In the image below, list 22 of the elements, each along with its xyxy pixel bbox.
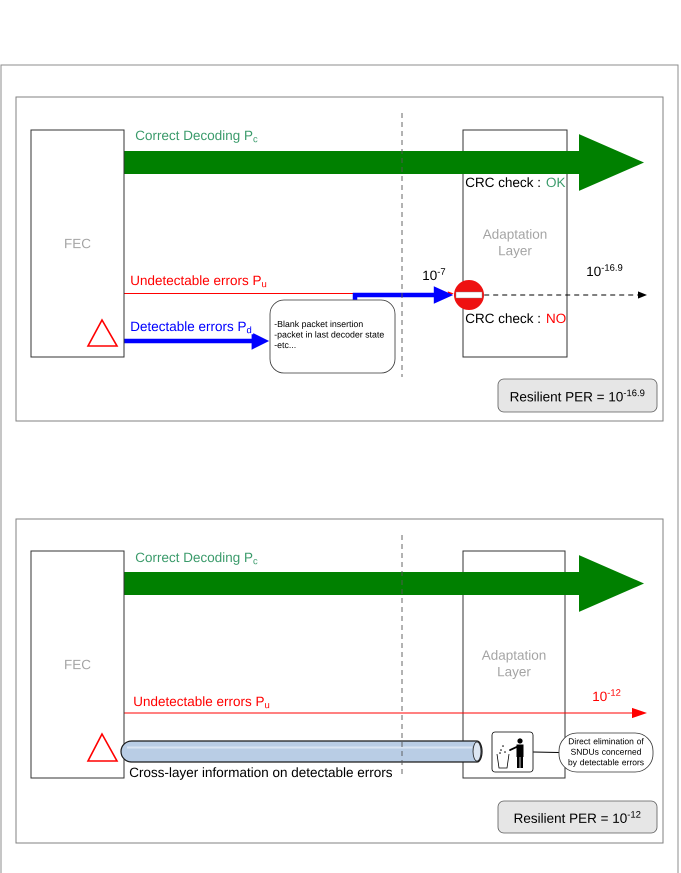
pipe-label: Cross-layer information on detectable errors: [130, 767, 392, 780]
edge-label: Correct Decoding P$_{c}$: [134, 551, 260, 566]
edge-label: 10$^{-16.9}$: [585, 263, 624, 278]
connector-line: [532, 752, 560, 753]
edge-label: Correct Decoding P$_{c}$: [134, 129, 260, 144]
status-text: CRC check : OK: [466, 177, 566, 188]
callout-bubble: Direct elimination of SNDUs concerned by detectable errors: [558, 732, 654, 772]
edge-label: Detectable errors P$_{d}$: [129, 320, 254, 334]
no-entry-sign: [454, 280, 484, 310]
result-box: Resilient PER = 10$^{-12}$: [498, 800, 658, 834]
result-box: Resilient PER = 10$^{-16.9}$: [498, 378, 658, 412]
status-text: CRC check : NO: [466, 313, 566, 324]
panel-frame: [16, 96, 664, 422]
panel-frame: [16, 518, 664, 844]
flow-label: Undetectable errors P$_{u}$: [132, 695, 272, 710]
edge-label: 10$^{-7}$: [421, 267, 448, 282]
trash-bin-icon: [492, 732, 534, 772]
process-box: FEC: [30, 550, 124, 778]
edge-label: Undetectable errors P$_{u}$: [129, 274, 268, 288]
process-box: FEC: [30, 130, 124, 358]
edge-label: 10$^{-12}$: [591, 688, 622, 702]
note-box: -Blank packet insertion -packet in last decoder state -etc...: [270, 300, 396, 374]
